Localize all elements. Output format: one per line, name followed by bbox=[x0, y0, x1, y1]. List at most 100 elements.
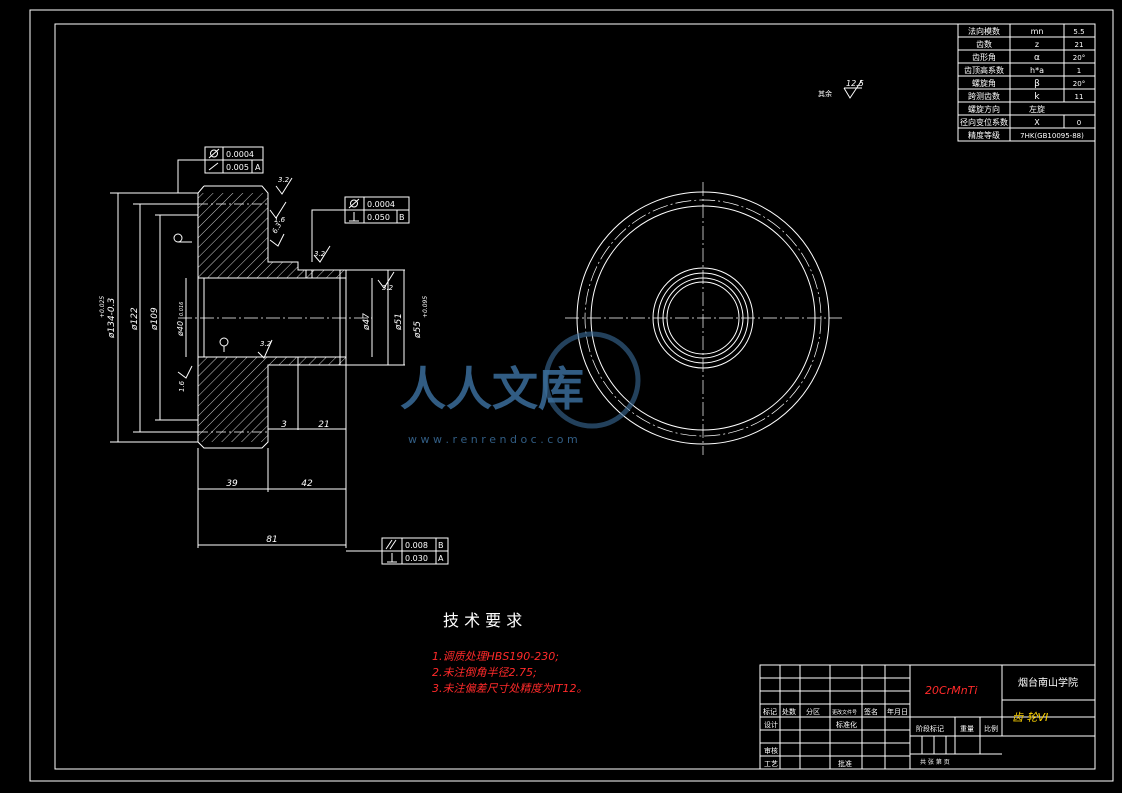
roughness-value: 12.5 bbox=[846, 79, 864, 88]
dim-d55-tol: +0.095 bbox=[422, 296, 429, 318]
dim-81: 81 bbox=[266, 535, 277, 545]
param-value: 0 bbox=[1077, 119, 1081, 127]
param-value: 21 bbox=[1075, 41, 1084, 49]
gear-end-view bbox=[565, 182, 842, 455]
param-symbol: mn bbox=[1031, 27, 1044, 36]
roughness-mark: 3.2 bbox=[257, 339, 273, 359]
other-roughness-mark: 其余 12.5 bbox=[818, 79, 864, 99]
tol-bottom-value-1: 0.008 bbox=[405, 541, 428, 550]
tolerance-frame-bottom: 0.008 B 0.030 A bbox=[346, 537, 449, 565]
param-symbol: 左旋 bbox=[1029, 104, 1045, 114]
tb-approve: 批准 bbox=[838, 759, 852, 768]
gear-section-view: ø134-0.3 +0.025 ø122 ø109 ø40 0.016 ø47 … bbox=[99, 146, 449, 565]
tol-top-value-1: 0.0004 bbox=[226, 150, 254, 159]
svg-text:3.2: 3.2 bbox=[314, 250, 326, 258]
roughness-mark: 6.3 bbox=[269, 221, 285, 247]
dim-21: 21 bbox=[318, 420, 329, 430]
tol-top-value-2: 0.005 bbox=[226, 163, 249, 172]
roughness-mark: 3.2 bbox=[313, 245, 331, 263]
param-value: 20° bbox=[1073, 54, 1085, 62]
param-symbol: β bbox=[1034, 79, 1040, 89]
roughness-prefix: 其余 bbox=[818, 89, 832, 98]
dim-d40-tol: 0.016 bbox=[179, 302, 185, 316]
svg-text:3.2: 3.2 bbox=[278, 176, 290, 184]
watermark-url: w w w . r e n r e n d o c . c o m bbox=[408, 433, 578, 446]
dim-d134: ø134-0.3 bbox=[107, 297, 117, 339]
inner-border bbox=[54, 23, 1096, 770]
gear-parameter-table: 法向模数 mn 5.5 齿数 z 21 齿形角 α 20° 齿顶高系数 h*a … bbox=[957, 23, 1096, 142]
roughness-mark: 3.2 bbox=[377, 271, 395, 292]
tolerance-frame-top: 0.0004 0.005 A bbox=[177, 146, 264, 193]
tb-material: 20CrMnTi bbox=[925, 684, 977, 697]
param-label: 径向变位系数 bbox=[960, 117, 1008, 127]
tb-standard: 标准化 bbox=[836, 720, 857, 729]
dim-d109: ø109 bbox=[150, 307, 160, 331]
outer-border bbox=[29, 9, 1114, 782]
tb-weight: 重量 bbox=[960, 725, 974, 733]
param-symbol: k bbox=[1034, 92, 1040, 102]
tb-zone: 分区 bbox=[806, 707, 820, 716]
tb-count: 处数 bbox=[782, 707, 796, 716]
param-symbol: h*a bbox=[1030, 66, 1044, 75]
tb-sign: 签名 bbox=[864, 707, 878, 716]
watermark: 人人文库 w w w . r e n r e n d o c . c o m bbox=[400, 331, 641, 446]
param-label: 齿形角 bbox=[972, 52, 996, 62]
param-label: 精度等级 bbox=[968, 130, 1000, 140]
technical-requirements: 技 术 要 求 1.调质处理HBS190-230; 2.未注倒角半径2.75; … bbox=[432, 611, 587, 695]
tb-part-name: 齿 轮VI bbox=[1012, 711, 1048, 724]
tol-bottom-value-2: 0.030 bbox=[405, 554, 428, 563]
tech-item: 3.未注偏差尺寸处精度为IT12。 bbox=[432, 682, 587, 695]
datum-mark bbox=[219, 337, 229, 347]
svg-text:1.6: 1.6 bbox=[178, 380, 186, 392]
dim-3: 3 bbox=[281, 420, 287, 430]
param-symbol: z bbox=[1035, 40, 1039, 49]
tech-item: 1.调质处理HBS190-230; bbox=[432, 650, 559, 663]
tol-mid-datum: B bbox=[399, 213, 405, 222]
tb-mark: 标记 bbox=[763, 707, 777, 716]
param-value: 5.5 bbox=[1073, 28, 1084, 36]
param-value: 1 bbox=[1077, 67, 1081, 75]
param-label: 齿顶高系数 bbox=[964, 65, 1004, 75]
tol-mid-value-2: 0.050 bbox=[367, 213, 390, 222]
svg-text:1.6: 1.6 bbox=[274, 216, 286, 224]
tb-review: 审核 bbox=[764, 746, 778, 755]
tb-sheets: 共 张 第 页 bbox=[920, 758, 950, 766]
dim-d40: ø40 bbox=[176, 321, 185, 337]
tech-title: 技 术 要 求 bbox=[443, 611, 522, 630]
param-label: 跨测齿数 bbox=[968, 91, 1000, 101]
tb-craft: 工艺 bbox=[764, 760, 778, 768]
dim-d51: ø51 bbox=[394, 313, 404, 331]
tb-doc: 更改文件号 bbox=[832, 709, 857, 716]
dim-d47: ø47 bbox=[362, 313, 372, 331]
dim-d55: ø55 bbox=[413, 321, 423, 339]
dim-42: 42 bbox=[301, 479, 313, 489]
tb-design: 设计 bbox=[764, 720, 778, 729]
dim-d122: ø122 bbox=[130, 307, 140, 331]
param-symbol: 7HK(GB10095-88) bbox=[1020, 132, 1084, 140]
tb-stage: 阶段标记 bbox=[916, 724, 944, 733]
tech-item: 2.未注倒角半径2.75; bbox=[432, 666, 537, 679]
tolerance-frame-mid: 0.0004 0.050 B bbox=[311, 196, 410, 262]
dim-d134-tol: +0.025 bbox=[99, 296, 106, 318]
tb-scale: 比例 bbox=[984, 724, 998, 733]
param-value: 20° bbox=[1073, 80, 1085, 88]
datum-mark bbox=[173, 233, 183, 243]
tb-date: 年月日 bbox=[887, 707, 908, 716]
watermark-brand: 人人文库 bbox=[400, 362, 584, 416]
roughness-mark: 3.2 bbox=[275, 176, 293, 195]
param-label: 法向模数 bbox=[968, 26, 1000, 36]
roughness-mark: 1.6 bbox=[269, 201, 287, 224]
tol-mid-value-1: 0.0004 bbox=[367, 200, 395, 209]
param-label: 螺旋角 bbox=[972, 78, 996, 88]
svg-text:3.2: 3.2 bbox=[382, 284, 394, 292]
svg-text:3.2: 3.2 bbox=[260, 340, 272, 348]
param-label: 螺旋方向 bbox=[968, 104, 1000, 114]
tol-bottom-datum-2: A bbox=[438, 554, 444, 563]
dim-39: 39 bbox=[226, 479, 238, 489]
tol-bottom-datum-1: B bbox=[438, 541, 444, 550]
title-block: 标记 处数 分区 更改文件号 签名 年月日 设计 标准化 审核 工艺 批准 阶段… bbox=[759, 664, 1096, 770]
param-value: 11 bbox=[1075, 93, 1084, 101]
tol-top-datum: A bbox=[255, 163, 261, 172]
